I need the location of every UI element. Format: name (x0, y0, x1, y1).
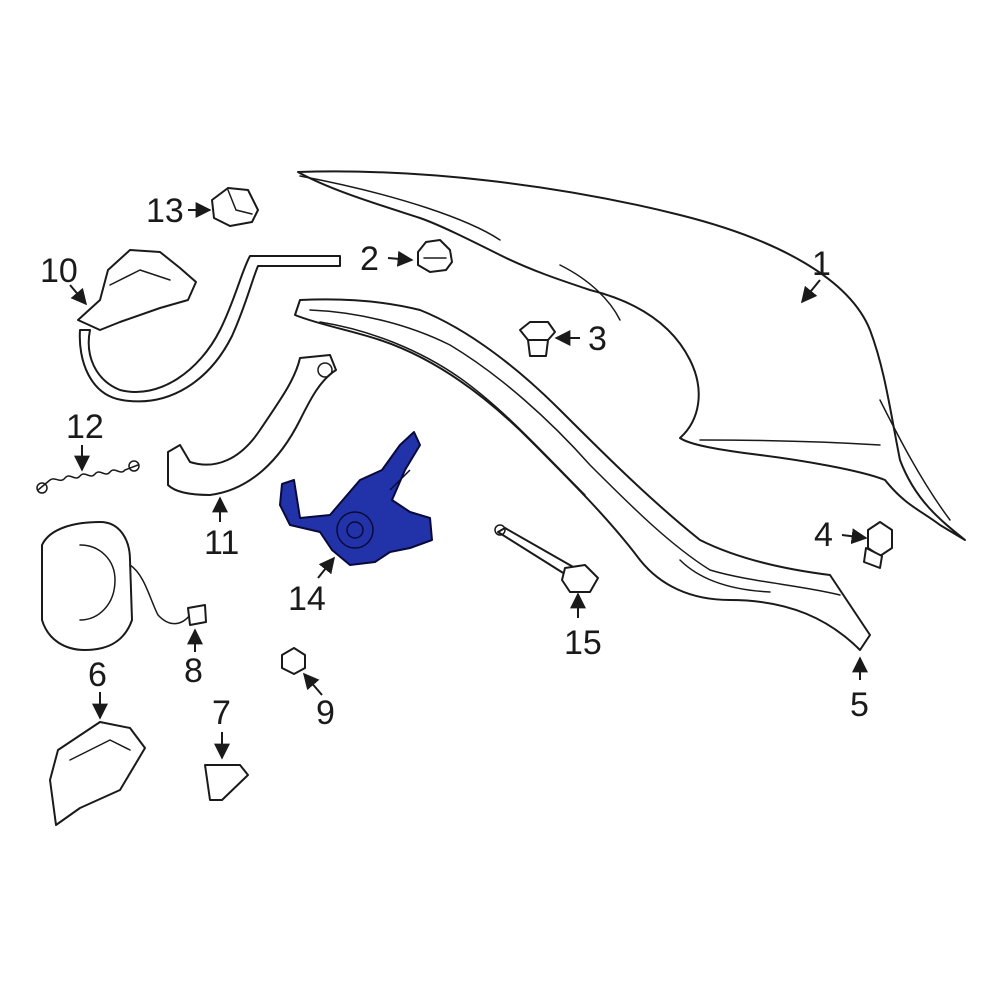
callout-1: 1 (812, 245, 831, 283)
part-3-fastener (519, 321, 556, 357)
part-5-inner-frame (294, 298, 871, 651)
part-7-bracket (204, 764, 249, 801)
part-2-clip (417, 239, 453, 273)
leader-4 (841, 528, 868, 545)
part-10-hinge (77, 249, 341, 403)
part-6-latch-actuator (49, 721, 146, 826)
callout-6: 6 (88, 656, 107, 694)
leader-1 (800, 279, 821, 304)
highlight-latch-body (279, 431, 433, 566)
callout-10: 10 (40, 252, 78, 290)
callout-8: 8 (184, 652, 203, 690)
leader-2 (387, 250, 414, 267)
part-1-trunk-lid (297, 170, 966, 541)
callout-11: 11 (204, 524, 239, 562)
part-8-release-switch (41, 521, 207, 651)
callout-12: 12 (66, 408, 104, 446)
callout-14: 14 (288, 580, 326, 618)
callout-3: 3 (588, 320, 607, 358)
callout-2: 2 (360, 240, 379, 278)
leader-14 (317, 556, 335, 579)
callout-7: 7 (212, 694, 231, 732)
part-11-hinge-arm (167, 354, 337, 496)
callout-13: 13 (146, 192, 184, 230)
callout-5: 5 (850, 686, 869, 724)
leader-10 (69, 284, 88, 306)
part-9-nut (281, 647, 306, 675)
callout-15: 15 (564, 624, 602, 662)
part-12-spring (36, 460, 140, 494)
part-13-cover (211, 187, 259, 227)
part-4-bumper (863, 521, 893, 569)
part-14-latch-highlighted (279, 431, 433, 566)
callout-9: 9 (316, 694, 335, 732)
callout-4: 4 (814, 516, 833, 554)
leader-9 (302, 672, 323, 696)
part-15-strut (494, 524, 599, 593)
